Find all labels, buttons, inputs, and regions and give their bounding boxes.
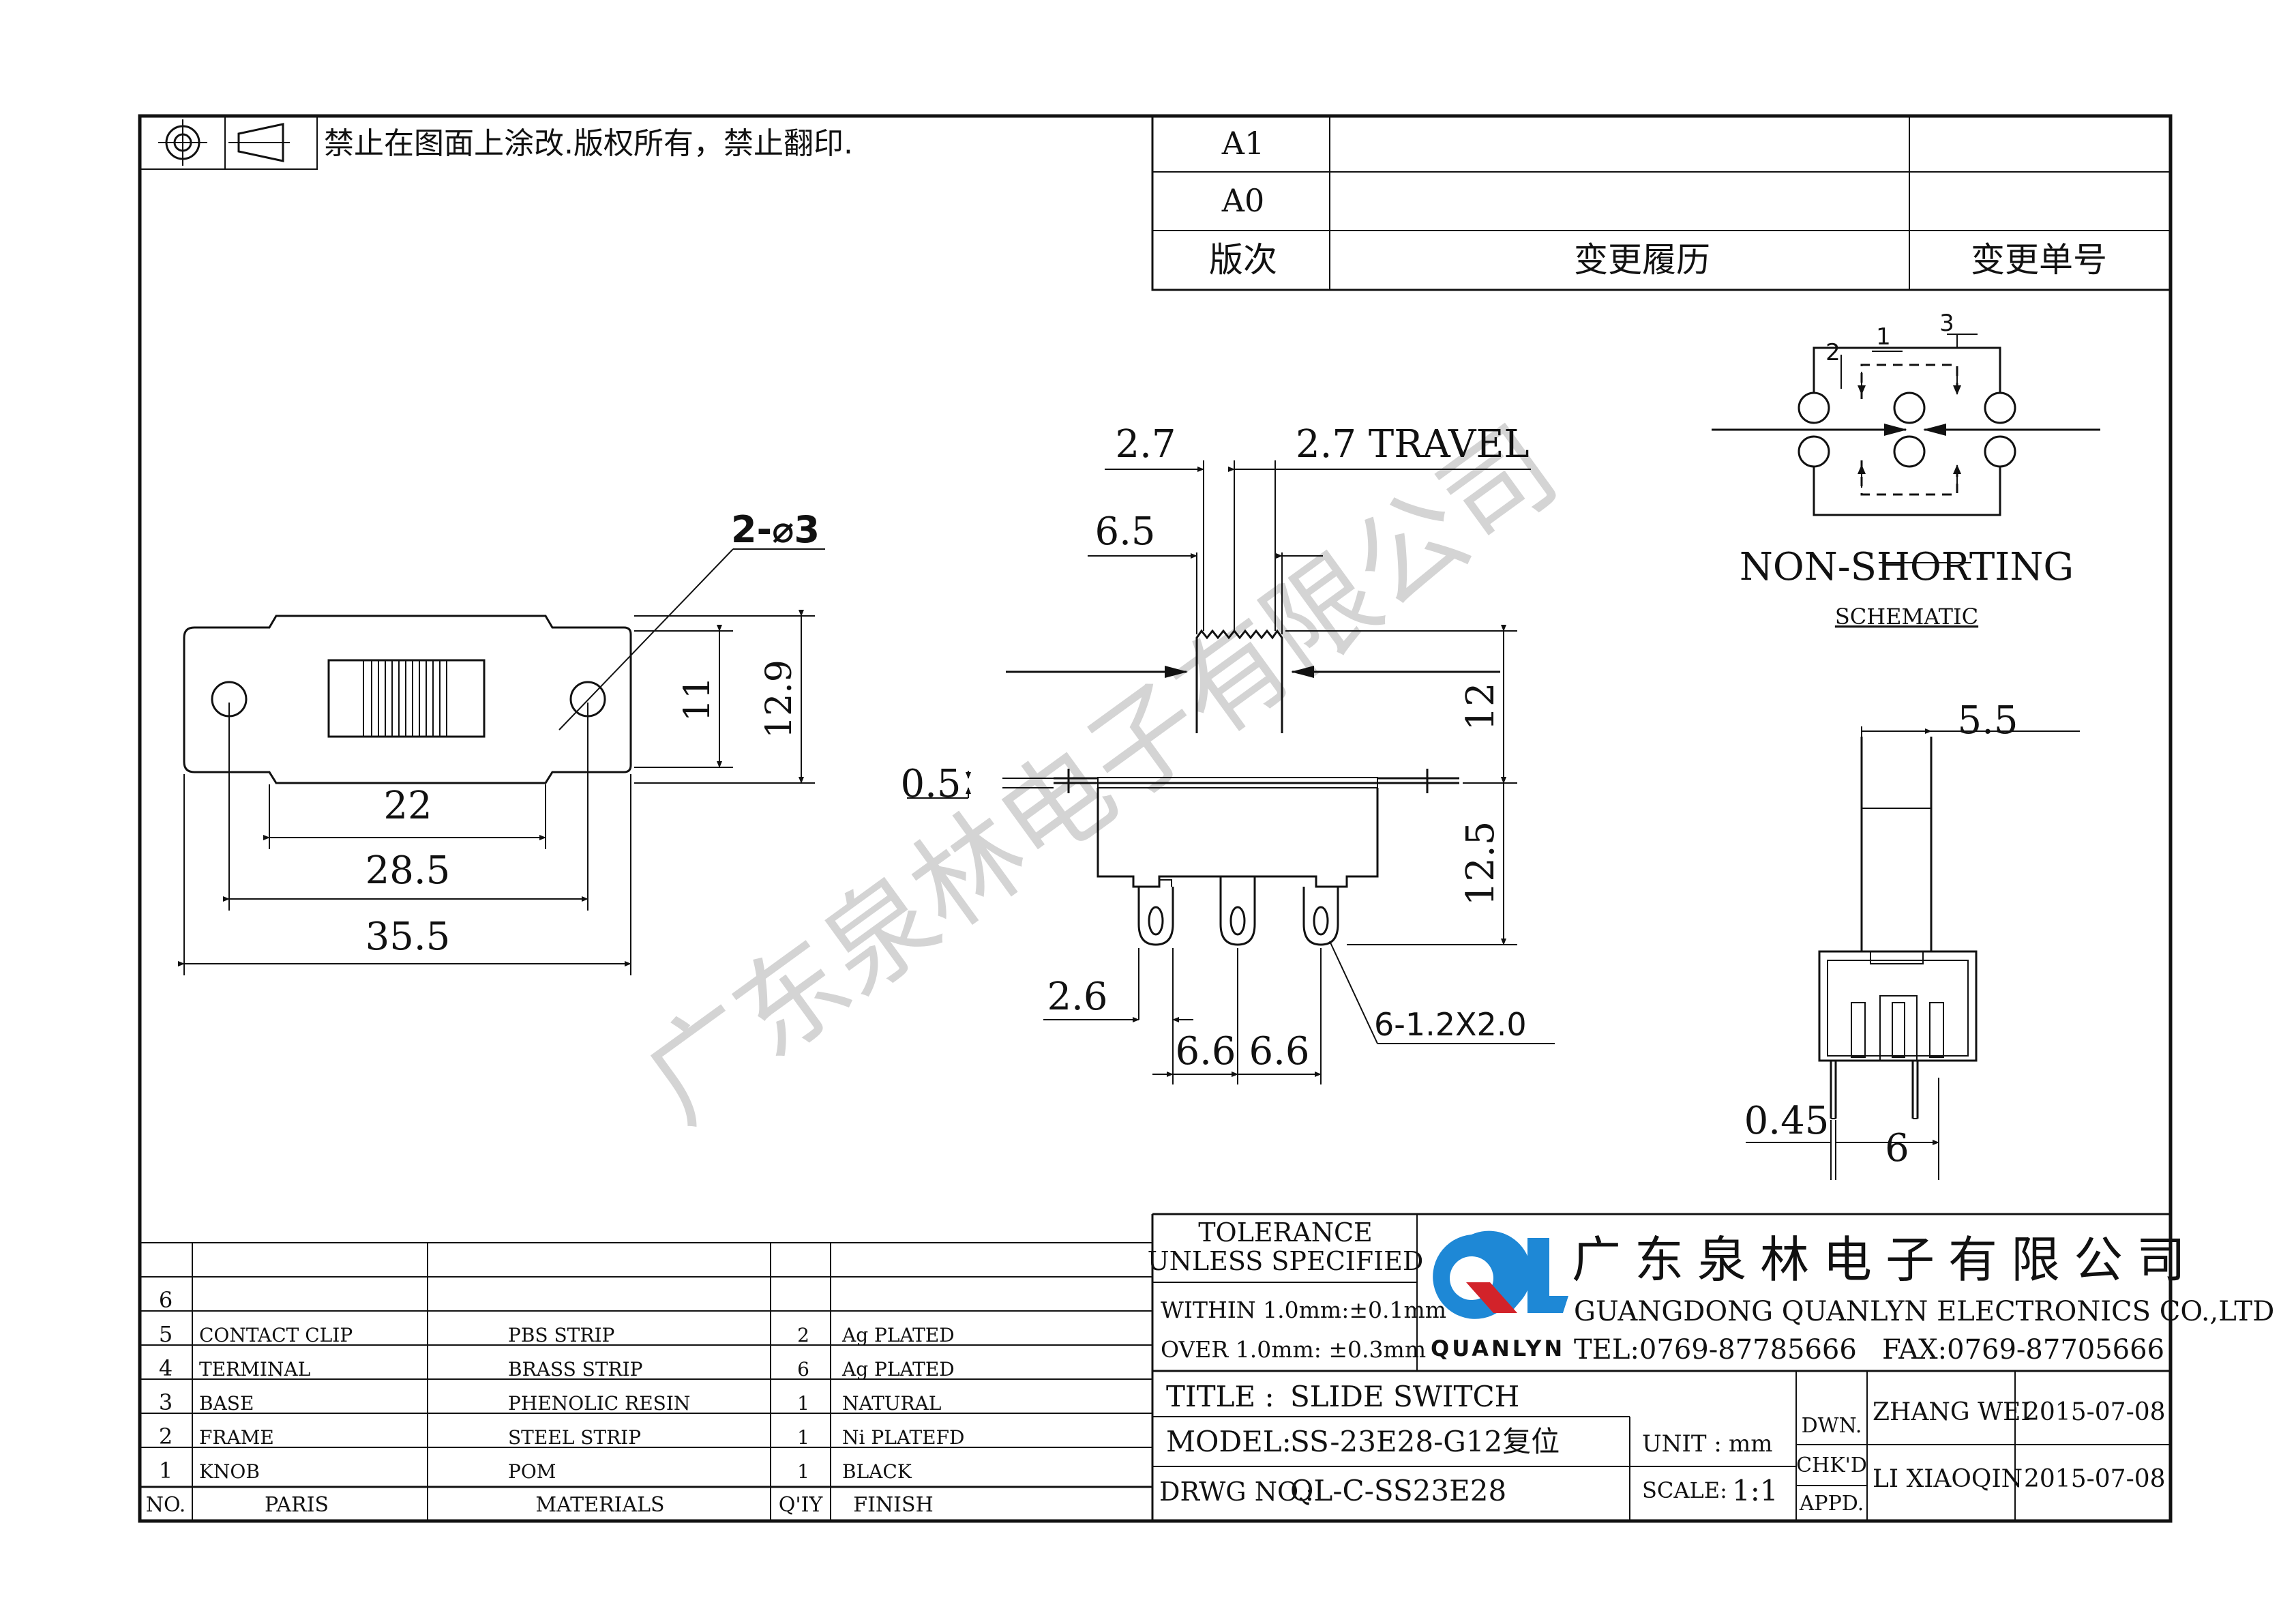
revision-header-rev: 版次 xyxy=(1209,240,1277,280)
bom-row-4-part: TERMINAL xyxy=(199,1358,310,1381)
dwn-label: DWN. xyxy=(1802,1414,1862,1438)
revision-a1: A1 xyxy=(1221,125,1265,162)
bom-row-4-finish: Ag PLATED xyxy=(841,1358,955,1381)
drwg-value: QL-C-SS23E28 xyxy=(1290,1474,1506,1507)
bom-row-4-no: 4 xyxy=(159,1355,173,1381)
dim-22: 22 xyxy=(383,784,432,828)
dim-11: 11 xyxy=(677,677,718,722)
company-name-en: GUANGDONG QUANLYN ELECTRONICS CO.,LTD xyxy=(1574,1296,2274,1327)
bom-row-5-material: PBS STRIP xyxy=(508,1324,614,1346)
bom-row-3-material: PHENOLIC RESIN xyxy=(508,1392,690,1415)
bom-row-3-qty: 1 xyxy=(797,1392,809,1415)
company-logo xyxy=(1433,1230,1568,1319)
revision-table xyxy=(1151,115,2172,291)
drwg-label: DRWG NO.: xyxy=(1159,1477,1314,1507)
scale-value: 1:1 xyxy=(1732,1474,1778,1507)
bom-row-1-no: 1 xyxy=(159,1458,173,1483)
dim-12: 12 xyxy=(1459,682,1503,730)
bom-header-material: MATERIALS xyxy=(535,1493,664,1517)
dim-5-5: 5.5 xyxy=(1957,698,2018,743)
bom-row-3-finish: NATURAL xyxy=(842,1392,941,1415)
schematic-title: NON-SHORTING xyxy=(1740,545,2074,589)
model-label: MODEL: xyxy=(1166,1425,1292,1458)
dim-28-5: 28.5 xyxy=(366,848,451,893)
bom-row-5-qty: 2 xyxy=(797,1324,809,1346)
slot-callout: 6-1.2X2.0 xyxy=(1374,1006,1527,1043)
tolerance-over: OVER 1.0mm: ±0.3mm xyxy=(1161,1336,1426,1363)
bom-row-2-part: FRAME xyxy=(199,1426,274,1449)
bom-header-finish: FINISH xyxy=(853,1493,933,1517)
schematic-diagram xyxy=(1712,334,2100,563)
bom-row-2-finish: Ni PLATEFD xyxy=(842,1426,964,1449)
bom-row-4-material: BRASS STRIP xyxy=(508,1358,643,1381)
revision-header-history: 变更履历 xyxy=(1574,240,1710,280)
scale-label: SCALE: xyxy=(1642,1477,1727,1503)
dim-12-5: 12.5 xyxy=(1459,821,1503,906)
bom-row-1-part: KNOB xyxy=(199,1460,260,1483)
bom-row-5-part: CONTACT CLIP xyxy=(199,1324,353,1346)
chkd-label: CHK'D xyxy=(1796,1453,1867,1477)
bom-header-no: NO. xyxy=(146,1493,186,1517)
bom-row-2-material: STEEL STRIP xyxy=(508,1426,641,1449)
dim-6-6-a: 6.6 xyxy=(1175,1029,1236,1074)
top-view xyxy=(178,548,825,975)
bom-row-3-no: 3 xyxy=(159,1389,173,1415)
bom-header-qty: Q'IY xyxy=(779,1493,824,1517)
revision-header-number: 变更单号 xyxy=(1971,240,2107,280)
company-tel: TEL:0769-87785666 xyxy=(1574,1334,1857,1365)
dim-6-6-b: 6.6 xyxy=(1249,1029,1309,1074)
company-logo-text: QUANLYN xyxy=(1431,1335,1565,1361)
hole-callout: 2-⌀3 xyxy=(731,508,820,551)
dim-travel: 2.7 TRAVEL xyxy=(1296,422,1530,467)
appd-label: APPD. xyxy=(1799,1492,1864,1516)
chk-name: LI XIAOQIN xyxy=(1873,1465,2023,1493)
side-view xyxy=(907,460,1555,1084)
bom-row-4-qty: 6 xyxy=(797,1358,809,1381)
bom-row-6-no: 6 xyxy=(159,1287,173,1313)
company-name-cn: 广东泉林电子有限公司 xyxy=(1572,1231,2199,1288)
bom-row-2-qty: 1 xyxy=(797,1426,809,1449)
model-value: SS-23E28-G12复位 xyxy=(1290,1425,1560,1458)
projection-symbol xyxy=(139,115,318,170)
title-value: SLIDE SWITCH xyxy=(1290,1380,1519,1413)
bom-row-1-qty: 1 xyxy=(797,1460,809,1483)
title-block xyxy=(1152,1213,2171,1521)
bom-row-5-finish: Ag PLATED xyxy=(841,1324,955,1346)
pin-label-3: 3 xyxy=(1939,310,1954,337)
bom-row-5-no: 5 xyxy=(159,1321,173,1347)
dwn-date: 2015-07-08 xyxy=(2024,1398,2166,1426)
pin-label-2: 2 xyxy=(1825,339,1840,366)
dim-6: 6 xyxy=(1885,1126,1909,1170)
dim-0-45: 0.45 xyxy=(1744,1099,1830,1143)
dim-2-7-left: 2.7 xyxy=(1115,422,1176,467)
tolerance-line2: UNLESS SPECIFIED xyxy=(1148,1246,1424,1276)
dim-35-5: 35.5 xyxy=(366,915,451,959)
company-fax: FAX:0769-87705666 xyxy=(1882,1334,2164,1365)
dwn-name: ZHANG WEI xyxy=(1873,1398,2031,1426)
tolerance-within: WITHIN 1.0mm:±0.1mm xyxy=(1161,1297,1446,1323)
bom-row-3-part: BASE xyxy=(199,1392,254,1415)
notice-text: 禁止在图面上涂改.版权所有，禁止翻印. xyxy=(324,126,853,161)
dim-0-5: 0.5 xyxy=(900,762,961,806)
pin-label-1: 1 xyxy=(1876,323,1891,351)
dim-2-6: 2.6 xyxy=(1047,975,1107,1019)
chk-date: 2015-07-08 xyxy=(2024,1465,2166,1493)
unit-label: UNIT : xyxy=(1642,1430,1722,1458)
unit-value: mm xyxy=(1729,1430,1772,1458)
dim-12-9: 12.9 xyxy=(759,660,800,739)
bom-row-1-finish: BLACK xyxy=(842,1460,912,1483)
dim-6-5: 6.5 xyxy=(1094,510,1155,554)
end-view xyxy=(1746,726,2080,1180)
bom-row-2-no: 2 xyxy=(159,1423,173,1449)
bom-table xyxy=(140,1214,1154,1521)
schematic-subtitle: SCHEMATIC xyxy=(1835,604,1978,630)
bom-row-1-material: POM xyxy=(508,1460,556,1483)
tolerance-line1: TOLERANCE xyxy=(1198,1217,1373,1247)
title-label: TITLE : xyxy=(1166,1380,1274,1413)
bom-header-part: PARIS xyxy=(265,1493,329,1517)
revision-a0: A0 xyxy=(1221,182,1265,219)
